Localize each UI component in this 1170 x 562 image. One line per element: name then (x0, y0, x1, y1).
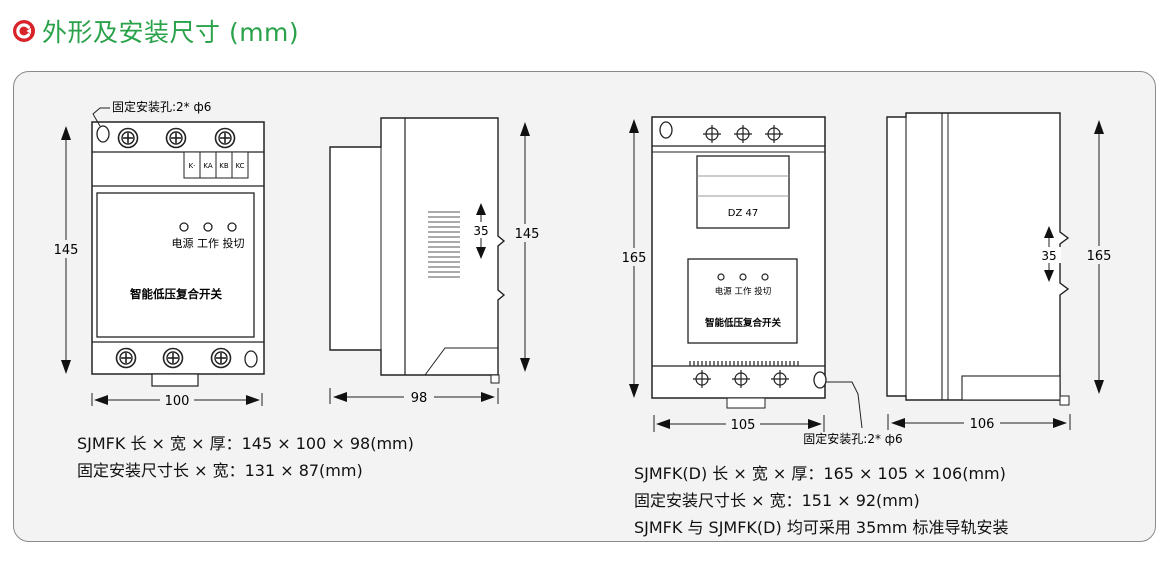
width-dimension: 100 (165, 394, 190, 409)
mount-hole-label: 固定安装孔:2* ф6 (803, 431, 902, 446)
spec-left-mounting: 固定安装尺寸长 × 宽：131 × 87(mm) (77, 461, 363, 480)
left-side-view: 35 145 98 (329, 117, 541, 407)
product-name: 智能低压复合开关 (705, 317, 782, 329)
led-indicator (227, 222, 237, 232)
terminal-label: KB (219, 162, 229, 170)
height-dimension: 145 (54, 243, 79, 258)
terminal-screw-icon (115, 347, 137, 369)
width-dimension: 105 (731, 418, 756, 433)
led-indicator (203, 222, 213, 232)
depth-dimension: 106 (970, 417, 995, 432)
breaker-label: DZ 47 (728, 208, 758, 219)
red-c-badge-icon (13, 20, 35, 42)
rail-dimension: 35 (473, 224, 488, 238)
spec-left-dimensions: SJMFK 长 × 宽 × 厚：145 × 100 × 98(mm) (77, 434, 414, 453)
mount-hole (813, 371, 827, 389)
height-dimension: 165 (622, 251, 647, 266)
right-front-view: DZ 47 电源 工作 投切 智能低压复合开关 1 (618, 116, 903, 446)
led-indicator (739, 273, 747, 281)
spec-rail-note: SJMFK 与 SJMFK(D) 均可采用 35mm 标准导轨安装 (634, 518, 1009, 537)
mount-hole (244, 350, 258, 368)
terminal-label: K· (189, 162, 196, 170)
side-height-dimension: 145 (515, 227, 540, 242)
depth-dimension: 98 (411, 391, 428, 406)
section-header: 外形及安装尺寸 (mm) (12, 14, 299, 48)
terminal-label: KC (235, 162, 244, 170)
terminal-screw-icon (117, 127, 139, 149)
terminal-label: KA (203, 162, 212, 170)
indicator-labels: 电源 工作 投切 (172, 236, 245, 250)
mount-hole (96, 125, 110, 143)
left-front-view: K· KA KB KC 电源 工作 投切 智能低压复合开关 固定安装孔:2* ф… (52, 99, 265, 410)
terminal-screw-icon (162, 347, 184, 369)
product-name: 智能低压复合开关 (130, 287, 222, 301)
terminal-screw-icon (165, 127, 187, 149)
page-title: 外形及安装尺寸 (mm) (42, 18, 300, 47)
led-indicator (179, 222, 189, 232)
rail-dimension: 35 (1041, 249, 1056, 263)
led-indicator (717, 273, 725, 281)
mount-hole (659, 121, 673, 139)
led-indicator (761, 273, 769, 281)
right-side-view: 35 165 106 (886, 112, 1115, 433)
indicator-labels: 电源 工作 投切 (715, 286, 771, 297)
spec-right-dimensions: SJMFK(D) 长 × 宽 × 厚：165 × 105 × 106(mm) (634, 464, 1006, 483)
mount-hole-label: 固定安装孔:2* ф6 (112, 99, 211, 114)
terminal-screw-icon (214, 127, 236, 149)
terminal-screw-icon (210, 347, 232, 369)
side-height-dimension: 165 (1087, 249, 1112, 264)
spec-right-mounting: 固定安装尺寸长 × 宽：151 × 92(mm) (634, 491, 920, 510)
